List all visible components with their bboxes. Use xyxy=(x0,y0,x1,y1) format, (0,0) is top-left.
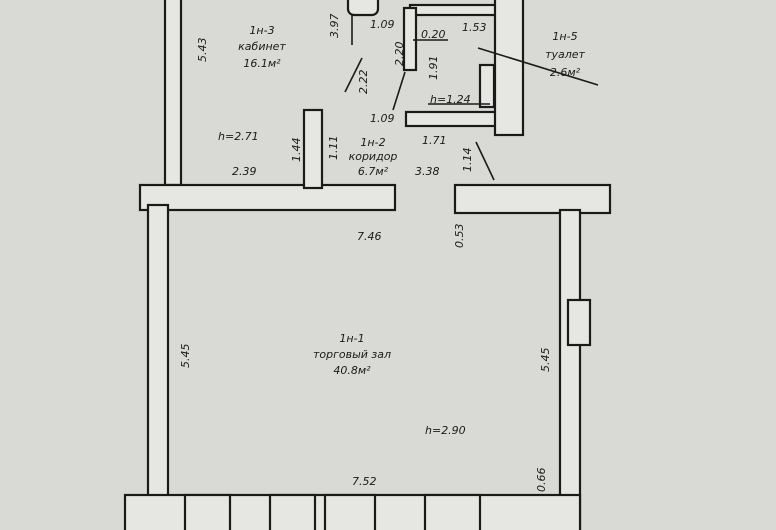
window-1 xyxy=(183,493,232,530)
room-height: h=1.24 xyxy=(430,93,471,106)
dim-label: 1.14 xyxy=(461,148,474,173)
wall-top-left xyxy=(138,183,397,212)
wall-wc-right xyxy=(493,0,525,137)
dim-label: 1.71 xyxy=(422,134,447,147)
room-name: коридор xyxy=(349,150,398,163)
dimensions: 5.43 3.97 1.09 0.20 1.53 2.20 1.91 2.22 … xyxy=(179,14,552,493)
dim-label: 1.91 xyxy=(427,56,440,81)
dim-label: 3.38 xyxy=(415,165,440,178)
room-height: h=2.90 xyxy=(425,424,466,437)
door-swings xyxy=(344,15,599,181)
dim-label: 2.22 xyxy=(357,70,370,95)
dim-label: 2.39 xyxy=(232,165,257,178)
wall-niche xyxy=(566,298,592,347)
dim-label: 7.46 xyxy=(357,230,382,243)
room-name: кабинет xyxy=(238,40,286,53)
dim-label: 5.45 xyxy=(179,344,192,369)
room-area: 16.1м² xyxy=(243,57,281,70)
window-4 xyxy=(423,493,482,530)
wall-top-right xyxy=(453,183,612,215)
room-area: 40.8м² xyxy=(333,364,371,377)
dim-label: 2.20 xyxy=(393,42,406,67)
dim-label: 0.20 xyxy=(421,28,446,41)
dim-label: 0.53 xyxy=(453,224,466,249)
dim-label: 1.44 xyxy=(290,138,303,163)
dim-label: 3.97 xyxy=(328,14,341,39)
room-1n-3: 1н-3 кабинет 16.1м² h=2.71 xyxy=(218,24,286,143)
dim-label: 7.52 xyxy=(352,475,377,488)
room-name: туалет xyxy=(545,48,585,61)
room-area: 2.6м² xyxy=(550,66,581,79)
wall-corridor-left xyxy=(302,108,324,190)
dim-label: 0.66 xyxy=(535,468,548,493)
sink-fixture xyxy=(346,0,380,17)
dim-label: 1.09 xyxy=(370,18,395,31)
dim-label: 5.43 xyxy=(196,38,209,63)
wall-hall-left xyxy=(146,203,170,530)
room-area: 6.7м² xyxy=(358,165,389,178)
wall-hall-right xyxy=(558,208,582,530)
room-height: h=2.71 xyxy=(218,130,259,143)
window-3 xyxy=(323,493,377,530)
room-name: торговый зал xyxy=(313,348,391,361)
dim-label: 5.45 xyxy=(539,348,552,373)
wc-fixture xyxy=(478,63,496,109)
wall-wc-left xyxy=(402,6,418,72)
room-number: 1н-5 xyxy=(552,30,577,43)
room-number: 1н-2 xyxy=(360,136,385,149)
dim-label: 1.53 xyxy=(462,21,487,34)
room-number: 1н-1 xyxy=(339,332,364,345)
room-number: 1н-3 xyxy=(249,24,274,37)
dim-label: 1.09 xyxy=(370,112,395,125)
window-2 xyxy=(268,493,317,530)
dim-label: 1.11 xyxy=(327,136,340,161)
room-1n-1: 1н-1 торговый зал 40.8м² h=2.90 xyxy=(313,332,466,437)
walls xyxy=(123,0,612,530)
wall-office-left xyxy=(163,0,183,187)
room-1n-2: 1н-2 коридор 6.7м² xyxy=(349,136,398,178)
room-1n-5: 1н-5 туалет 2.6м² h=1.24 xyxy=(430,30,586,106)
